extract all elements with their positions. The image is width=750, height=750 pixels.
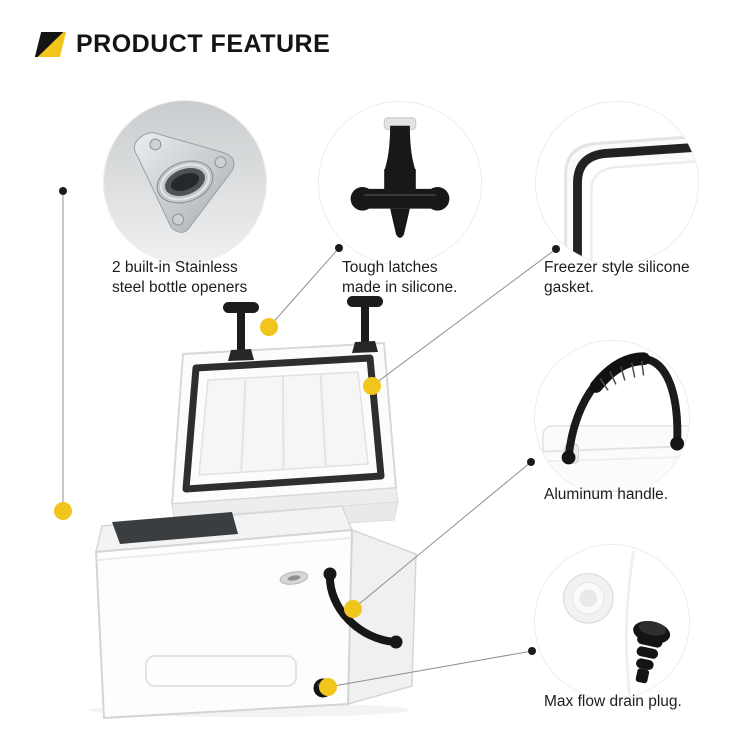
feature-label-latches: Tough latches made in silicone.	[342, 259, 458, 297]
connector-drain-plug	[319, 647, 536, 696]
anchor-dot	[59, 187, 67, 195]
handle-mount	[561, 450, 576, 465]
header: PRODUCT FEATURE	[34, 30, 331, 59]
feature-label-gasket: Freezer style silicone gasket.	[544, 259, 690, 297]
connector-bottle-openers	[54, 187, 72, 520]
callout-bottle-openers	[103, 100, 267, 264]
gasket-band	[573, 142, 698, 264]
inner-lid-line	[590, 159, 698, 264]
callout-latch	[318, 101, 482, 265]
latch-strap	[384, 125, 416, 172]
front-recess	[145, 655, 297, 687]
handle-image	[535, 341, 689, 495]
anchor-dot	[335, 244, 343, 252]
handle-grip	[589, 352, 651, 393]
drain-plug-image	[535, 545, 689, 699]
cooler-lid-gasket	[182, 354, 385, 493]
target-dot	[260, 318, 278, 336]
latch-image	[319, 102, 481, 264]
feature-label-bottle-openers: 2 built-in Stainless steel bottle opener…	[112, 259, 248, 297]
cooler-rope-handle	[323, 567, 403, 649]
lid-panel-grooves	[240, 373, 327, 473]
anchor-dot	[528, 647, 536, 655]
screw-icon	[172, 213, 185, 226]
handle-mount	[670, 436, 685, 451]
callout-drain-plug	[534, 544, 690, 700]
bottle-opener-image	[104, 101, 266, 263]
connector-handle	[344, 458, 535, 618]
target-dot	[54, 502, 72, 520]
lid-edge-line	[564, 134, 698, 264]
wall-corner-line	[624, 550, 636, 696]
drain-plug	[633, 620, 671, 684]
anchor-dot	[527, 458, 535, 466]
target-dot	[319, 678, 337, 696]
cooler-interior	[112, 512, 238, 544]
callout-handle	[534, 340, 690, 496]
page-title: PRODUCT FEATURE	[76, 30, 331, 58]
feature-label-drain-plug: Max flow drain plug.	[544, 693, 682, 710]
connector-latch	[260, 244, 343, 336]
latch-crossbar	[354, 188, 446, 209]
connector-gasket	[363, 245, 560, 395]
callout-gasket	[535, 101, 699, 265]
target-dot	[344, 600, 362, 618]
cooler-latch-left	[223, 302, 259, 361]
opener-collar	[156, 160, 214, 204]
target-dot	[363, 377, 381, 395]
grip-texture	[599, 360, 645, 391]
screw-icon	[214, 156, 227, 169]
gasket-image	[536, 102, 698, 264]
side-bottle-opener	[279, 571, 309, 585]
latch-tongue	[390, 208, 410, 238]
anchor-dot	[552, 245, 560, 253]
front-rim-line	[97, 537, 351, 561]
cooler-illustration	[90, 296, 417, 720]
cooler-latch-right	[347, 296, 383, 353]
screw-icon	[149, 138, 162, 151]
feature-label-handle: Aluminum handle.	[544, 486, 669, 503]
